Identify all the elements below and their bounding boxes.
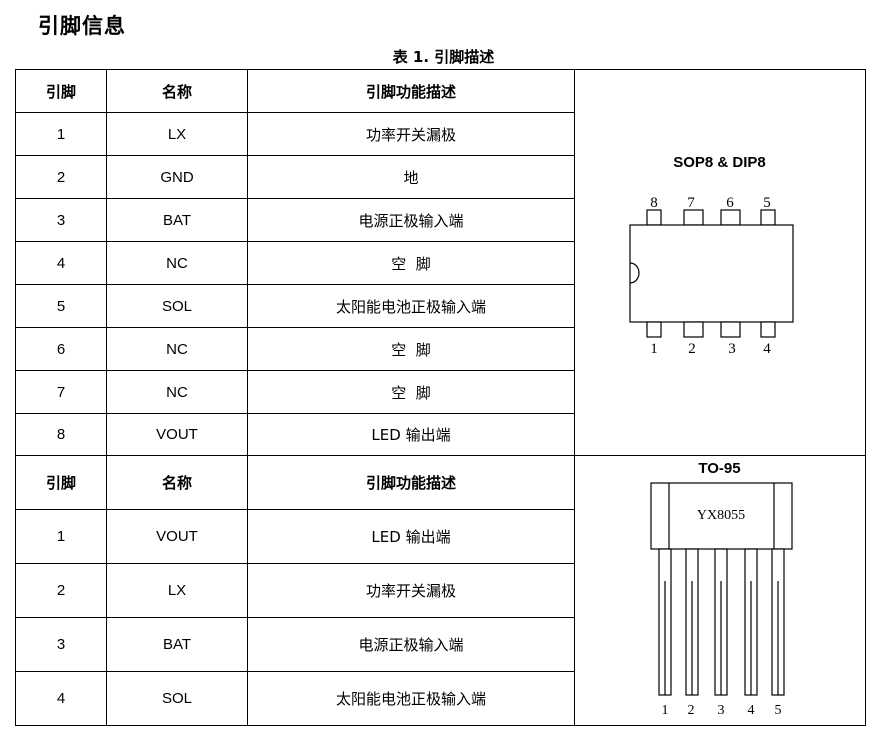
sop8-notch [629, 262, 640, 284]
sop8-bottom-pin-label: 1 [650, 341, 658, 357]
to95-diagram-cell: TO-95 YX8055 [574, 455, 866, 726]
pin-description: 空 脚 [247, 327, 575, 371]
col-header-name: 名称 [106, 455, 248, 510]
pin-table: 引脚 名称 引脚功能描述 SOP8 & DIP8 [15, 69, 866, 726]
pin-number: 3 [15, 198, 107, 242]
pin-name: NC [106, 327, 248, 371]
pin-number: 7 [15, 370, 107, 414]
to95-package-label: TO-95 [698, 459, 741, 477]
table-row: 6 NC 空 脚 [15, 327, 866, 371]
pin-name: BAT [106, 198, 248, 242]
col-header-pin: 引脚 [15, 69, 107, 113]
table-header-row: 引脚 名称 引脚功能描述 TO-95 YX8055 [15, 455, 866, 726]
pin-number: 2 [15, 155, 107, 199]
pin-name: SOL [106, 671, 248, 726]
pin-name: NC [106, 370, 248, 414]
to95-pin-label: 1 [662, 703, 669, 718]
pin-number: 1 [15, 509, 107, 564]
pin-number: 4 [15, 671, 107, 726]
pin-description: 地 [247, 155, 575, 199]
sop8-bottom-pin-label: 2 [688, 341, 696, 357]
table-row: 7 NC 空 脚 [15, 370, 866, 414]
pin-number: 3 [15, 617, 107, 672]
pin-description: 电源正极输入端 [247, 617, 575, 672]
table-row: 8 VOUT LED 输出端 [15, 413, 866, 456]
pin-name: LX [106, 563, 248, 618]
table-row: 3 BAT 电源正极输入端 [15, 198, 866, 242]
sop8-bottom-pin-label: 4 [763, 341, 771, 357]
sop8-bottom-pin-label: 3 [728, 341, 736, 357]
sop8-pin-1 [646, 321, 662, 338]
pin-description: 太阳能电池正极输入端 [247, 284, 575, 328]
pin-description: 太阳能电池正极输入端 [247, 671, 575, 726]
table-row: 4 NC 空 脚 [15, 241, 866, 285]
pin-name: VOUT [106, 413, 248, 456]
to95-pin-label: 5 [775, 703, 782, 718]
table-header-row: 引脚 名称 引脚功能描述 SOP8 & DIP8 [15, 69, 866, 456]
col-header-pin: 引脚 [15, 455, 107, 510]
sop8-package-label: SOP8 & DIP8 [673, 154, 766, 171]
table-row: 5 SOL 太阳能电池正极输入端 [15, 284, 866, 328]
sop8-pin-7 [683, 209, 704, 226]
pin-description: 空 脚 [247, 241, 575, 285]
to95-package-diagram: YX8055 [650, 481, 793, 718]
sop8-pin-2 [683, 321, 704, 338]
pin-description: 功率开关漏极 [247, 112, 575, 156]
pin-description: 空 脚 [247, 370, 575, 414]
sop8-pin-8 [646, 209, 662, 226]
pin-number: 6 [15, 327, 107, 371]
sop8-diagram-cell: SOP8 & DIP8 [574, 69, 866, 456]
table-row: 4 SOL 太阳能电池正极输入端 [15, 671, 866, 726]
pin-name: LX [106, 112, 248, 156]
sop8-pin-3 [720, 321, 741, 338]
col-header-desc: 引脚功能描述 [247, 455, 575, 510]
pin-description: LED 输出端 [247, 413, 575, 456]
to95-pin-label: 4 [748, 703, 755, 718]
sop8-package-diagram: 8 7 6 5 1 2 3 4 [629, 195, 794, 357]
pin-name: GND [106, 155, 248, 199]
to95-body [650, 481, 793, 550]
table-row: 2 LX 功率开关漏极 [15, 563, 866, 618]
pin-description: 电源正极输入端 [247, 198, 575, 242]
table-row: 1 LX 功率开关漏极 [15, 112, 866, 156]
sop8-top-pin-label: 6 [726, 195, 734, 211]
table-caption: 表 1. 引脚描述 [392, 48, 495, 66]
to95-pin-label: 2 [688, 703, 695, 718]
sop8-pin-6 [720, 209, 741, 226]
sop8-body [629, 224, 794, 323]
sop8-pin-5 [760, 209, 776, 226]
sop8-top-pin-label: 5 [763, 195, 771, 211]
sop8-top-pin-label: 8 [650, 195, 658, 211]
pin-number: 4 [15, 241, 107, 285]
pin-name: SOL [106, 284, 248, 328]
pin-name: NC [106, 241, 248, 285]
sop8-bottom-pins [646, 321, 776, 338]
to95-marking: YX8055 [697, 508, 745, 523]
pin-name: BAT [106, 617, 248, 672]
sop8-top-pin-label: 7 [687, 195, 695, 211]
pin-number: 5 [15, 284, 107, 328]
table-row: 1 VOUT LED 输出端 [15, 509, 866, 564]
sop8-top-pins [646, 209, 776, 226]
pin-description: LED 输出端 [247, 509, 575, 564]
pin-number: 8 [15, 413, 107, 456]
to95-pin-label: 3 [718, 703, 725, 718]
section-heading: 引脚信息 [38, 14, 126, 38]
pin-name: VOUT [106, 509, 248, 564]
pin-number: 1 [15, 112, 107, 156]
pin-description: 功率开关漏极 [247, 563, 575, 618]
col-header-desc: 引脚功能描述 [247, 69, 575, 113]
table-row: 2 GND 地 [15, 155, 866, 199]
sop8-pin-4 [760, 321, 776, 338]
pin-number: 2 [15, 563, 107, 618]
table-row: 3 BAT 电源正极输入端 [15, 617, 866, 672]
col-header-name: 名称 [106, 69, 248, 113]
